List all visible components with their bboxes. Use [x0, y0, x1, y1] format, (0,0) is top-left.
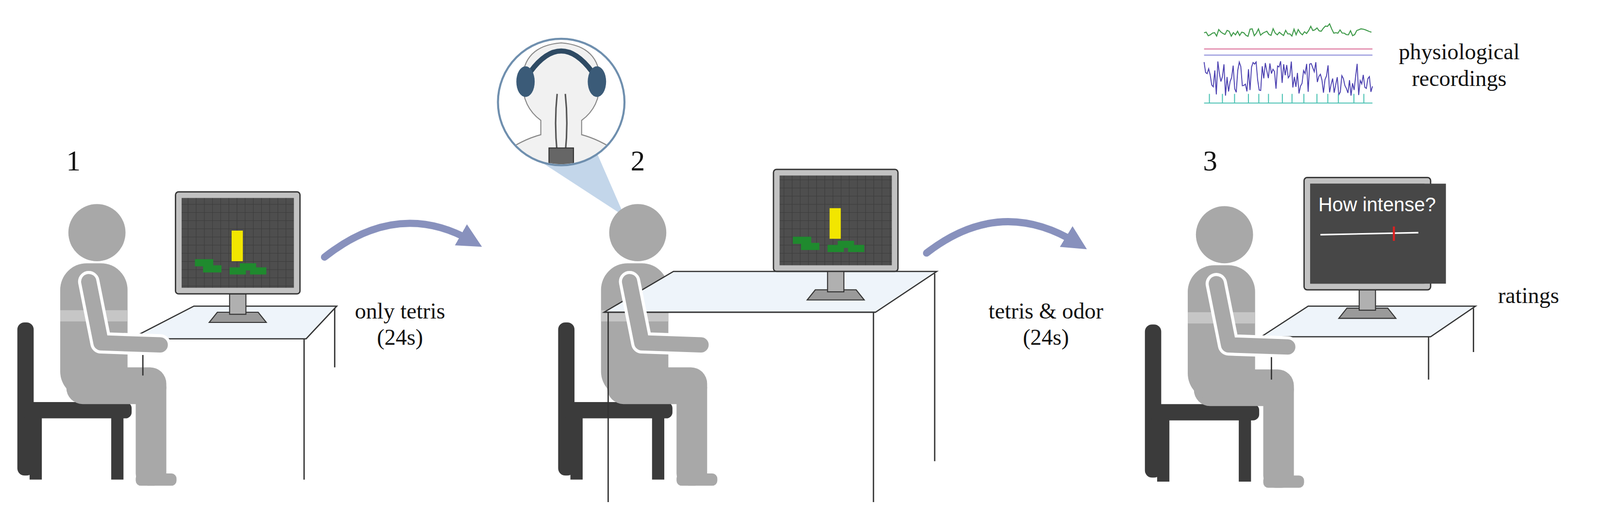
headphone-inset — [479, 38, 643, 174]
step-number: 2 — [630, 144, 645, 179]
annotation: physiological recordings — [1382, 38, 1536, 93]
arrow-label: tetris & odor (24s) — [974, 297, 1118, 352]
rating-scale — [1318, 224, 1421, 243]
prompt-text: How intense? — [1318, 193, 1440, 217]
head — [68, 203, 126, 262]
seated-person — [17, 263, 177, 486]
step-number: 3 — [1203, 144, 1218, 179]
desk — [130, 305, 337, 480]
arm — [629, 281, 702, 345]
rating-screen: How intense? — [1310, 183, 1447, 284]
annotation: ratings — [1498, 282, 1560, 310]
arrow-label: only tetris (24s) — [336, 297, 464, 352]
desk — [604, 271, 937, 503]
monitor — [773, 169, 898, 301]
arm — [1216, 283, 1288, 347]
arm — [88, 281, 161, 345]
signal-traces — [1204, 23, 1373, 103]
flow-arrow — [926, 221, 1077, 254]
head — [609, 203, 667, 262]
seated-person — [1145, 265, 1305, 488]
monitor — [175, 191, 300, 323]
step-number: 1 — [66, 144, 81, 179]
head — [1195, 205, 1254, 264]
flow-arrow — [324, 223, 472, 258]
